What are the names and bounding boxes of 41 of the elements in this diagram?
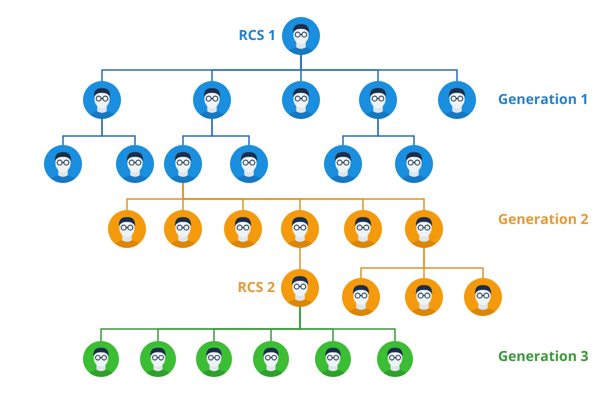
person-avatar-icon (193, 81, 231, 119)
person-avatar-icon (281, 269, 319, 307)
person-avatar-icon (196, 341, 232, 377)
person-avatar-icon (44, 145, 82, 183)
connector-line (101, 119, 136, 145)
person-avatar-icon (464, 278, 502, 316)
person-avatar-icon (282, 81, 320, 119)
generation-label: Generation 2 (498, 211, 589, 229)
person-avatar-icon (405, 210, 443, 248)
person-avatar-icon (164, 210, 202, 248)
person-avatar-icon (282, 17, 320, 55)
generation-label: Generation 3 (498, 348, 589, 366)
person-avatar-icon (281, 210, 319, 248)
person-avatar-icon (224, 210, 262, 248)
generation-label: Generation 1 (498, 91, 589, 109)
connector-line (423, 248, 484, 278)
person-avatar-icon (164, 145, 202, 183)
person-avatar-icon (438, 81, 476, 119)
person-avatar-icon (253, 341, 289, 377)
person-avatar-icon (359, 81, 397, 119)
connector-line (211, 119, 250, 145)
person-avatar-icon (324, 145, 362, 183)
person-avatar-icon (377, 341, 413, 377)
person-avatar-icon (344, 210, 382, 248)
person-avatar-icon (342, 278, 380, 316)
connector-line (299, 307, 396, 341)
node-caption: RCS 2 (237, 279, 275, 297)
connector-line (300, 55, 458, 81)
person-avatar-icon (83, 341, 119, 377)
person-avatar-icon (395, 145, 433, 183)
person-avatar-icon (230, 145, 268, 183)
person-avatar-icon (140, 341, 176, 377)
connector-line (182, 183, 425, 210)
person-avatar-icon (405, 278, 443, 316)
connector-line (377, 119, 415, 145)
person-avatar-icon (315, 341, 351, 377)
connector-line (299, 248, 301, 269)
person-avatar-icon (83, 81, 121, 119)
person-avatar-icon (116, 145, 154, 183)
node-caption: RCS 1 (238, 27, 276, 45)
person-avatar-icon (108, 210, 146, 248)
